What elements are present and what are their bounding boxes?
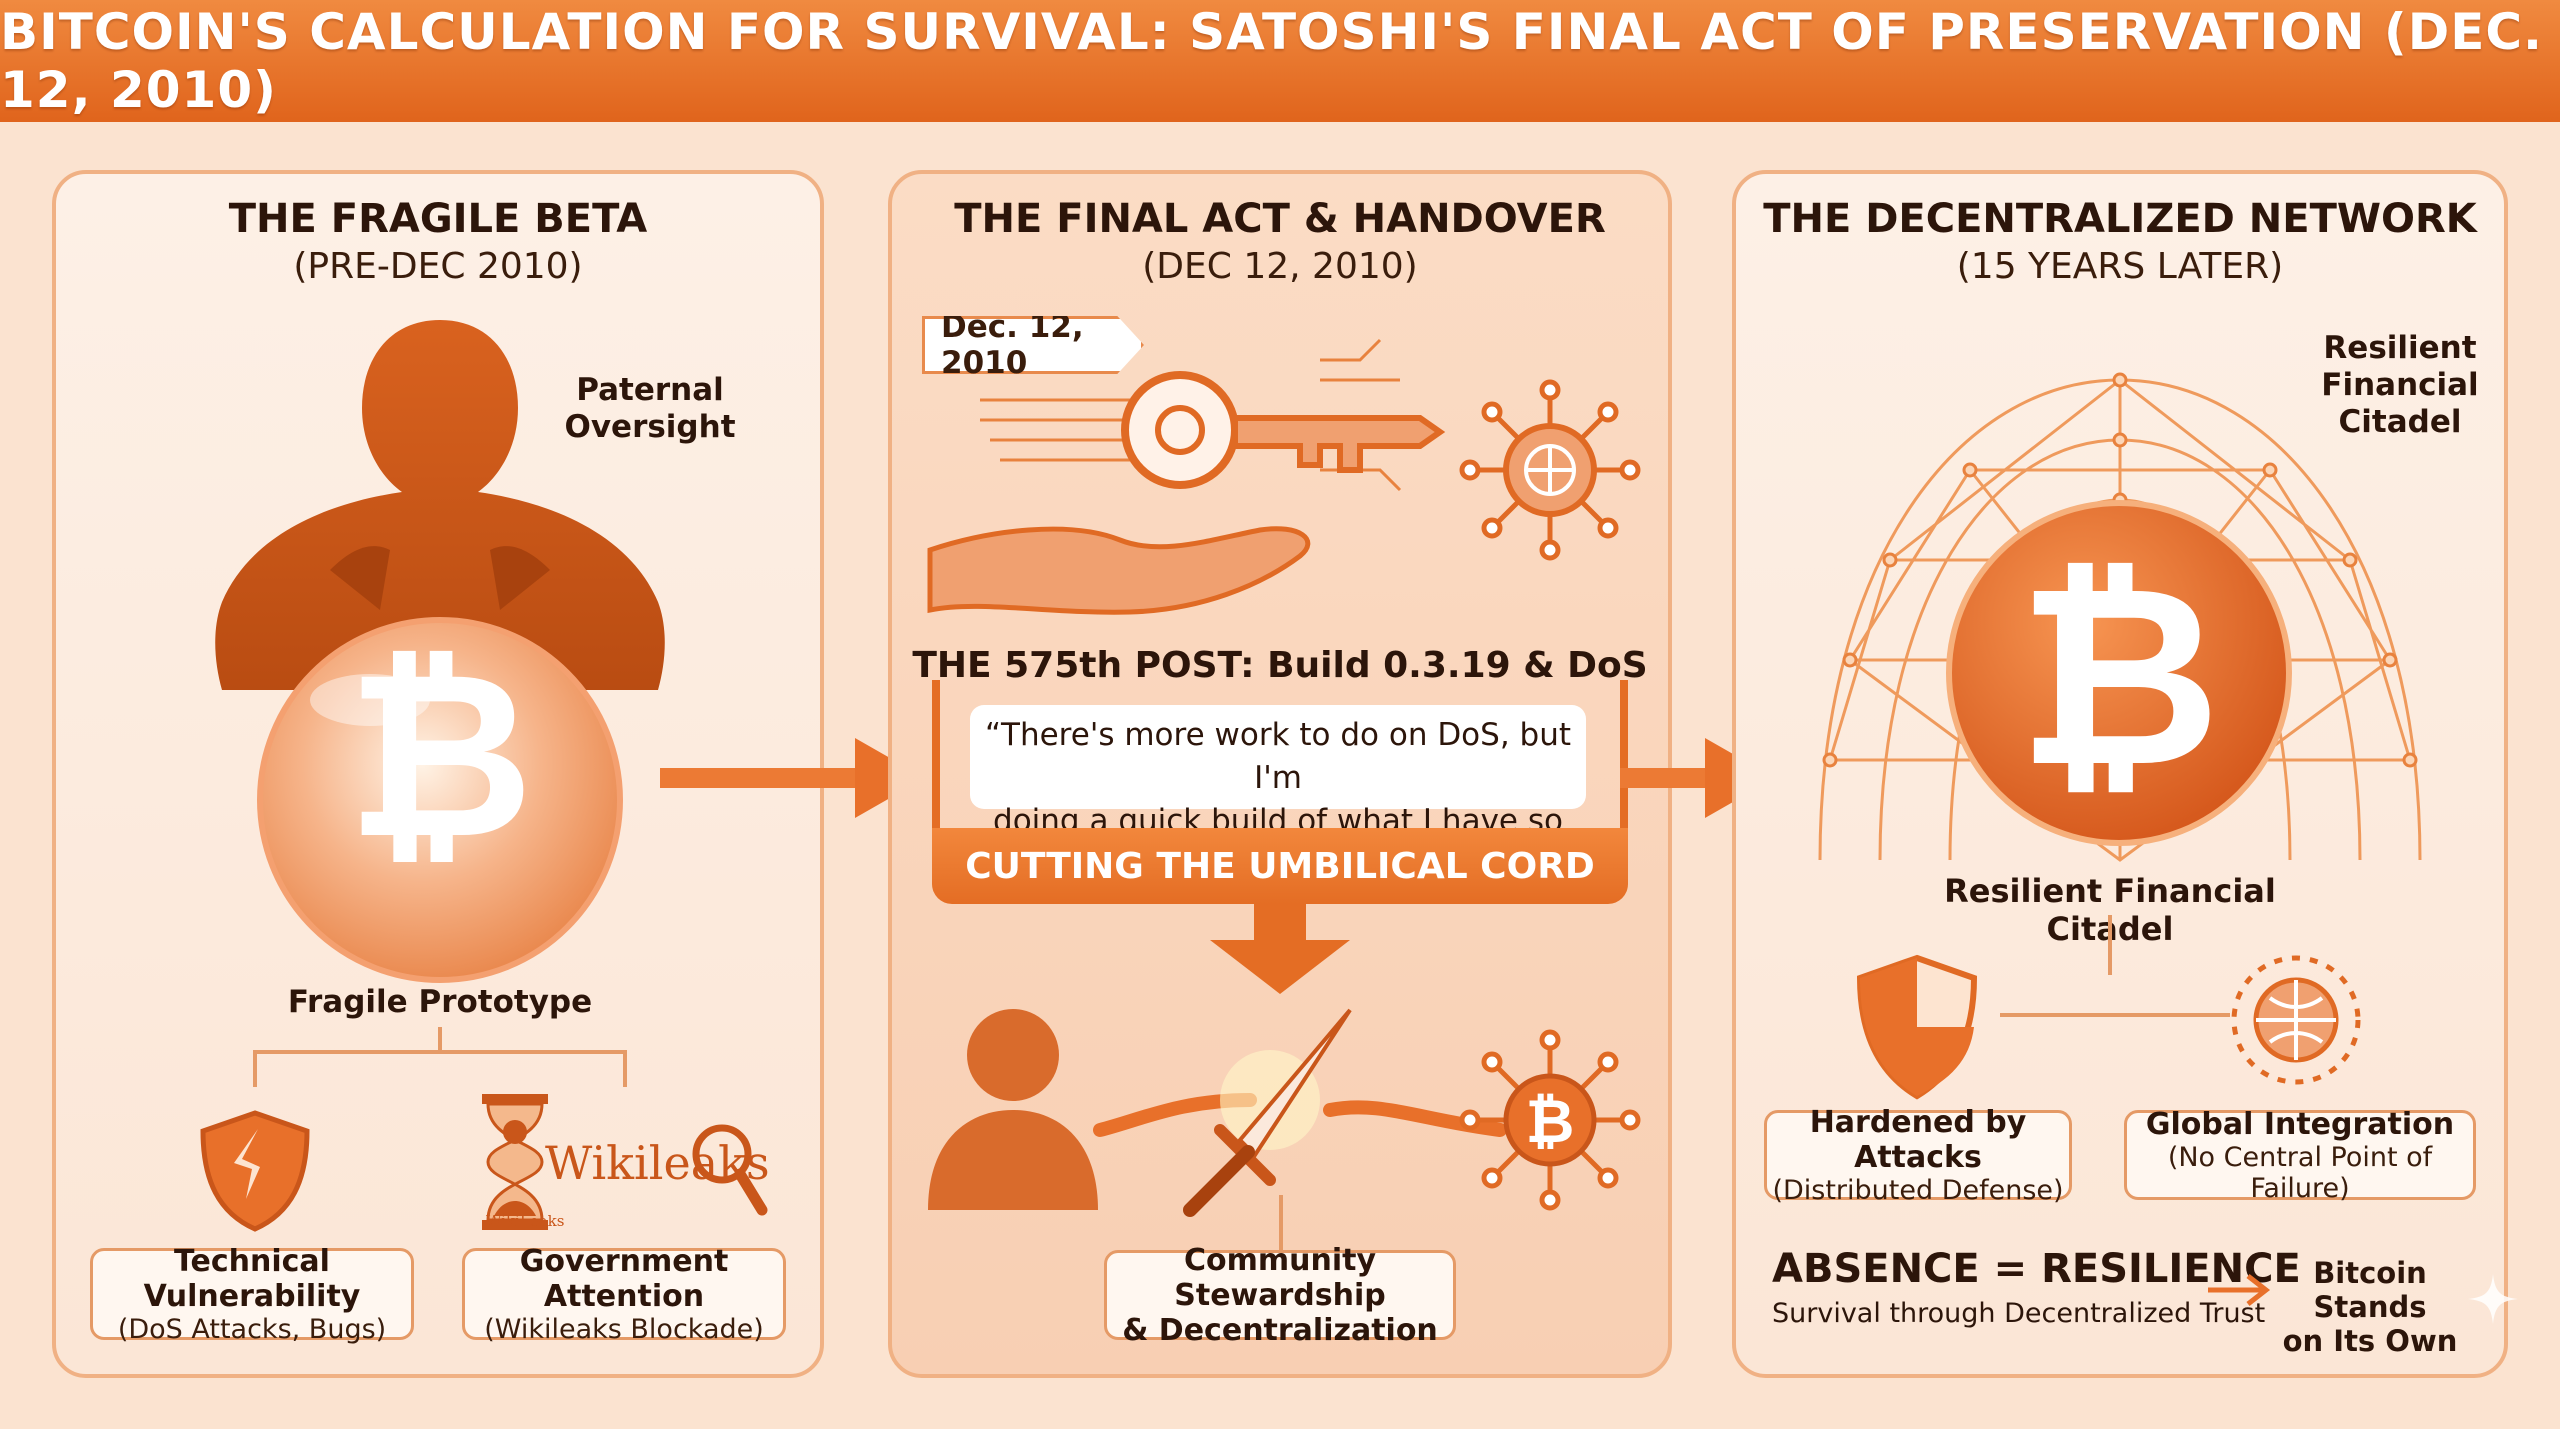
arrow-right-small-icon <box>2208 1274 2271 1306</box>
connector-line <box>1279 1195 1283 1255</box>
svg-text:₿: ₿ <box>346 623 533 890</box>
wikileaks-hourglass-icon <box>482 1094 548 1230</box>
date-tag: Dec. 12, 2010 <box>922 316 1144 374</box>
stands-line: Bitcoin Stands <box>2313 1256 2427 1324</box>
box-line: & Decentralization <box>1122 1312 1438 1348</box>
absence-subtitle: Survival through Decentralized Trust <box>1772 1298 2266 1329</box>
page-title-text: BITCOIN'S CALCULATION FOR SURVIVAL: SATO… <box>0 3 2544 119</box>
crystal-ball-icon <box>257 617 623 983</box>
cut-label: CUTTING THE UMBILICAL CORD <box>965 845 1595 887</box>
quote-line: “There's more work to do on DoS, but I'm <box>984 717 1572 796</box>
box-detail: (Distributed Defense) <box>1772 1174 2064 1206</box>
absence-equation: ABSENCE = RESILIENCE <box>1772 1246 2301 1292</box>
quote-frame <box>932 680 1628 828</box>
tree-connector <box>2000 915 2230 1017</box>
sword-icon <box>1183 1008 1352 1217</box>
stands-line: on Its Own <box>2282 1324 2458 1358</box>
broken-shield-icon <box>200 1110 310 1232</box>
panel-subtitle: (PRE-DEC 2010) <box>293 246 583 287</box>
cutting-cord-banner: CUTTING THE UMBILICAL CORD <box>932 828 1628 904</box>
community-stewardship-box: Community Stewardship & Decentralization <box>1104 1243 1456 1348</box>
box-detail: (DoS Attacks, Bugs) <box>117 1313 387 1345</box>
box-title: Government Attention <box>519 1243 729 1314</box>
globe-network-icon <box>1459 379 1641 561</box>
hardened-by-attacks-box: Hardened by Attacks (Distributed Defense… <box>1764 1105 2072 1206</box>
circuit-key-icon <box>980 338 1446 492</box>
fragile-prototype-label: Fragile Prototype <box>287 984 593 1020</box>
sparkle-icon <box>2468 1274 2518 1324</box>
person-silhouette-icon <box>928 1009 1098 1210</box>
shield-icon <box>1856 954 1978 1100</box>
panel-title: THE FRAGILE BETA <box>228 196 648 242</box>
satoshi-quote: “There's more work to do on DoS, but I'm… <box>970 705 1586 882</box>
page-title: BITCOIN'S CALCULATION FOR SURVIVAL: SATO… <box>0 0 2560 122</box>
open-hand-icon <box>927 526 1311 615</box>
svg-text:₿: ₿ <box>2017 531 2221 822</box>
global-integration-box: Global Integration (No Central Point of … <box>2124 1106 2476 1204</box>
panel-title: THE FINAL ACT & HANDOVER <box>954 196 1606 242</box>
bitcoin-symbol-icon: ₿ <box>346 623 533 890</box>
citadel-line: Citadel <box>2338 404 2462 440</box>
paternal-oversight-label: Paternal Oversight <box>560 372 740 446</box>
panel-subtitle: (DEC 12, 2010) <box>1142 246 1418 287</box>
bitcoin-coin-icon: ₿ <box>1946 500 2292 846</box>
satoshi-silhouette-icon <box>215 320 665 690</box>
box-line: Community Stewardship <box>1174 1242 1386 1313</box>
box-title: Hardened by Attacks <box>1809 1104 2027 1175</box>
wikileaks-small-text: WikiLeaks <box>486 1212 565 1230</box>
oversight-line: Oversight <box>564 409 736 445</box>
bracket-connector <box>253 1027 627 1087</box>
magnifier-icon <box>692 1124 768 1216</box>
oversight-line: Paternal <box>576 372 724 408</box>
panel-title: THE DECENTRALIZED NETWORK <box>1763 196 2477 242</box>
box-detail: (No Central Point of Failure) <box>2167 1141 2433 1204</box>
citadel-corner-label: Resilient Financial Citadel <box>2320 330 2480 441</box>
box-title: Global Integration <box>2145 1106 2455 1142</box>
bitcoin-stands-label: Bitcoin Stands on Its Own <box>2270 1256 2470 1358</box>
arrow-down-icon <box>1210 904 1350 994</box>
panel-subtitle: (15 YEARS LATER) <box>1956 246 2284 287</box>
bitcoin-network-node-icon: ₿ <box>1459 1029 1641 1211</box>
technical-vulnerability-box: Technical Vulnerability (DoS Attacks, Bu… <box>90 1244 414 1345</box>
post-title: THE 575th POST: Build 0.3.19 & DoS <box>912 645 1648 686</box>
box-detail: (Wikileaks Blockade) <box>484 1313 764 1345</box>
box-title: Technical Vulnerability <box>143 1243 361 1314</box>
government-attention-box: Government Attention (Wikileaks Blockade… <box>462 1244 786 1345</box>
svg-text:₿: ₿ <box>1526 1087 1575 1157</box>
citadel-line: Resilient <box>2323 330 2477 366</box>
globe-ring-icon <box>2231 955 2361 1085</box>
citadel-line: Financial <box>2321 367 2479 403</box>
